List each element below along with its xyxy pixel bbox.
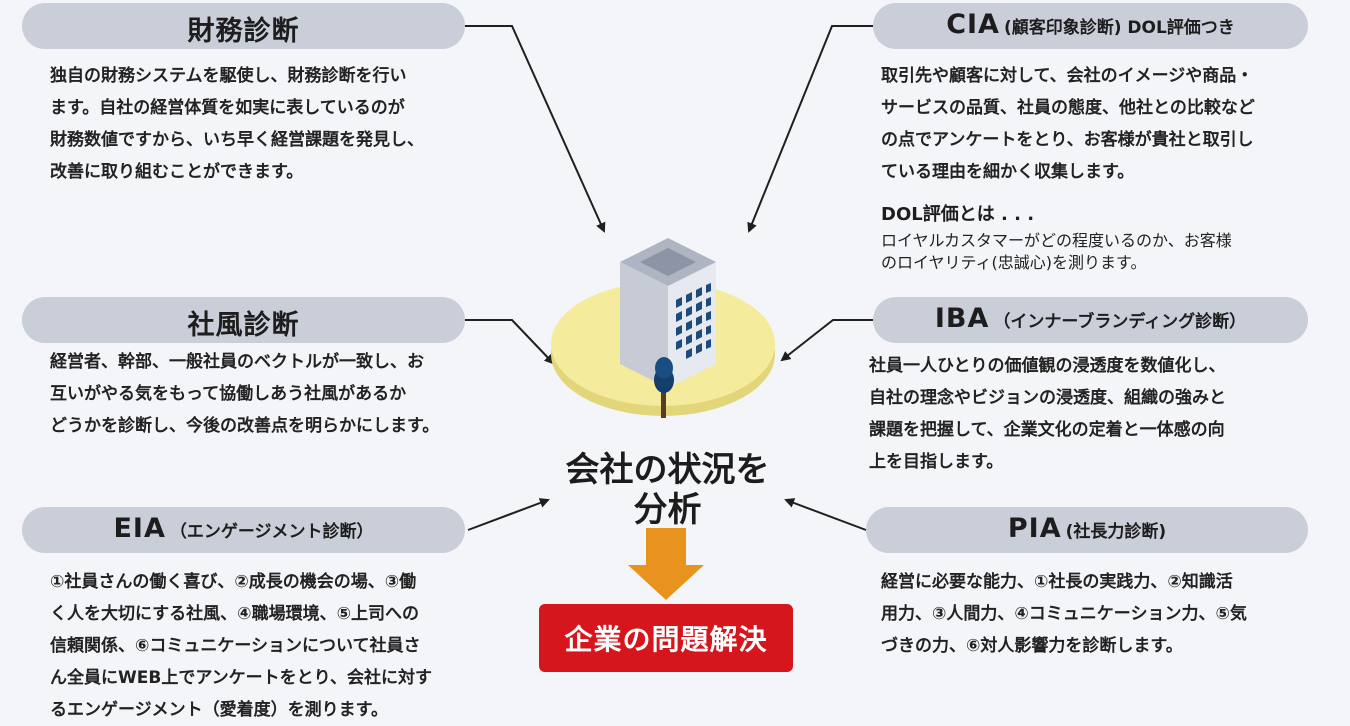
iba-pill: IBA （インナーブランディング診断） [873, 297, 1308, 343]
connector-eia [467, 498, 550, 531]
pia-desc: 経営に必要な能力、①社長の実践力、②知識活 用力、③人間力、④コミュニケーション… [881, 572, 1247, 656]
zaimu-desc: 独自の財務システムを駆使し、財務診断を行い ます。自社の経営体質を如実に表してい… [50, 66, 424, 182]
pia-pill: PIA (社長力診断) [866, 507, 1308, 553]
zaimu-pill: 財務診断 [22, 3, 465, 49]
cia-pill: CIA (顧客印象診断) DOL評価つき [873, 3, 1308, 49]
shafu-pill: 社風診断 [22, 297, 465, 343]
iba-subtitle: （インナーブランディング診断） [993, 312, 1247, 332]
eia-pill: EIA （エンゲージメント診断） [22, 507, 465, 553]
dol-title: DOL評価とは . . . [881, 204, 1035, 225]
pia-title: PIA [1007, 513, 1062, 544]
iba-desc: 社員一人ひとりの価値観の浸透度を数値化し、 自社の理念やビジョンの浸透度、組織の… [869, 356, 1226, 472]
connector-pia [784, 498, 867, 531]
eia-subtitle: （エンゲージメント診断） [169, 522, 374, 542]
connector-zaimu [465, 25, 606, 233]
cia-subtitle: (顧客印象診断) DOL評価つき [1003, 18, 1235, 38]
dol-desc: ロイヤルカスタマーがどの程度いるのか、お客様 のロイヤリティ(忠誠心)を測ります… [881, 231, 1232, 272]
building-icon [620, 238, 716, 388]
cia-desc: 取引先や顧客に対して、会社のイメージや商品・ サービスの品質、社員の態度、他社と… [881, 66, 1255, 182]
connector-shafu [465, 319, 555, 365]
cia-title: CIA [946, 9, 1000, 40]
down-arrow-icon [628, 528, 704, 600]
result-box: 企業の問題解決 [539, 604, 793, 672]
tree-icon [654, 357, 674, 418]
zaimu-title: 財務診断 [187, 16, 300, 47]
pia-subtitle: (社長力診断) [1065, 522, 1167, 542]
iba-title: IBA [934, 303, 990, 334]
eia-desc: ①社員さんの働く喜び、②成長の機会の場、③働 く人を大切にする社風、④職場環境、… [50, 572, 432, 720]
shafu-desc: 経営者、幹部、一般社員のベクトルが一致し、お 互いがやる気をもって協働しあう社風… [50, 352, 440, 436]
center-label: 会社の状況を 分析 [565, 450, 770, 530]
eia-title: EIA [113, 513, 166, 544]
result-label: 企業の問題解決 [564, 623, 768, 656]
shafu-title: 社風診断 [187, 310, 300, 341]
connector-iba [780, 319, 873, 362]
connector-cia [747, 25, 873, 233]
